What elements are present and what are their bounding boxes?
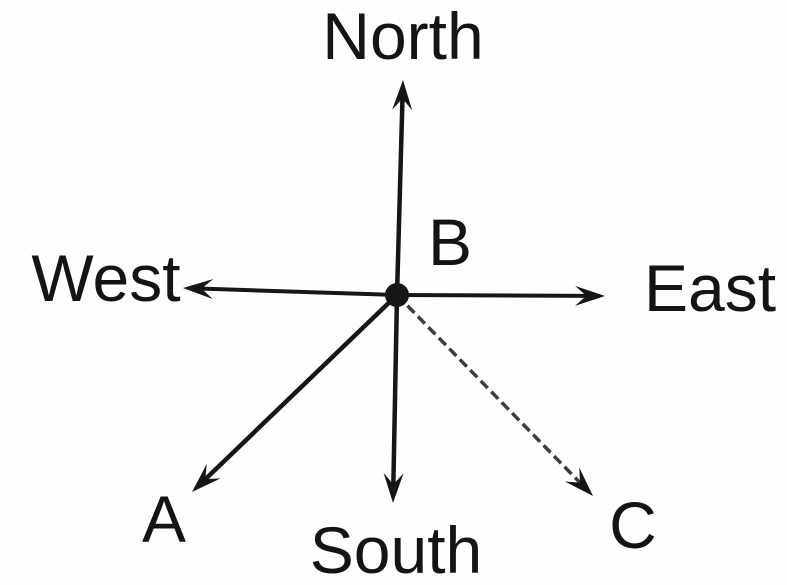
label-west: West [31, 241, 181, 315]
label-north: North [322, 0, 484, 73]
label-c: C [609, 488, 657, 562]
label-a: A [141, 482, 187, 556]
label-south: South [309, 513, 483, 585]
label-east: East [643, 251, 777, 325]
label-center: B [427, 205, 473, 279]
